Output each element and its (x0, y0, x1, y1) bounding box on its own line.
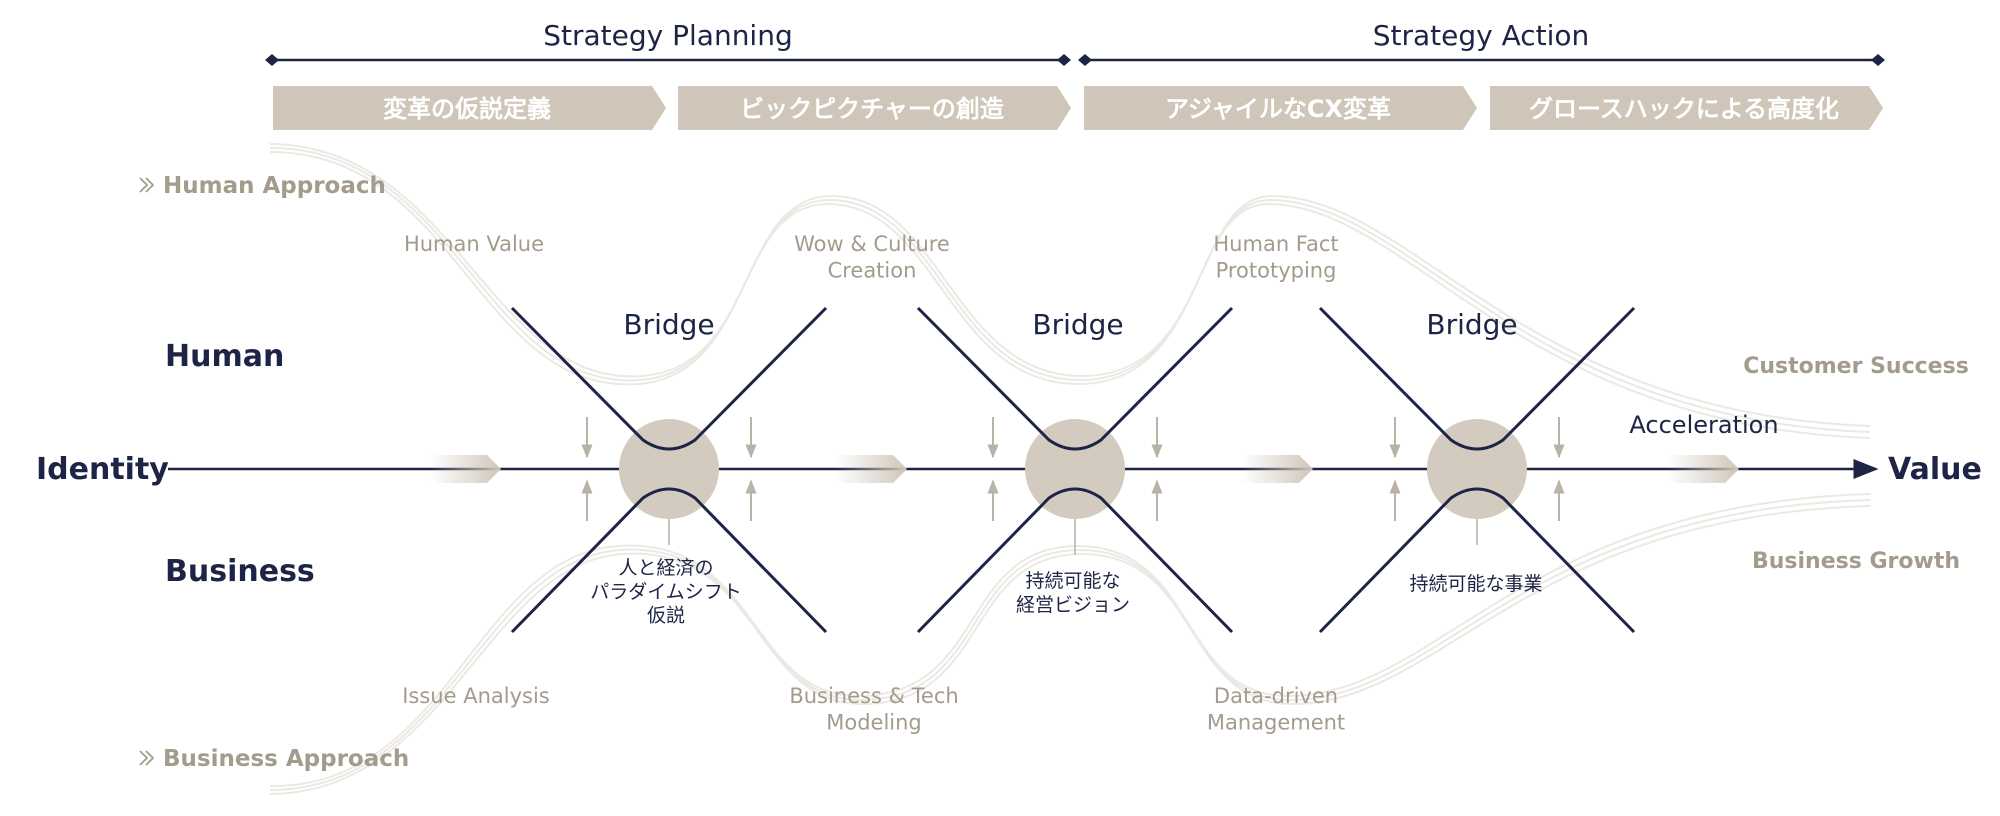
human-approach-label: Human Approach (163, 173, 386, 199)
axis-start-label: Identity (36, 452, 169, 487)
outcome-business-growth: Business Growth (1752, 549, 1960, 574)
step-label-3: アジャイルなCX変革 (1165, 95, 1391, 123)
bridge-note-2: 持続可能な経営ビジョン (1016, 570, 1130, 616)
double-chevron-right-icon (139, 177, 155, 193)
flow-chevrons (430, 455, 1739, 483)
bridge-note-3: 持続可能な事業 (1409, 573, 1542, 595)
row-label-human: Human (165, 339, 284, 374)
phase-label-planning: Strategy Planning (543, 19, 792, 52)
human-approach: Human Approach (139, 173, 386, 199)
business-approach: Business Approach (139, 746, 409, 772)
outcome-customer-success: Customer Success (1743, 354, 1969, 379)
step-chevron-1 (273, 86, 666, 130)
bridge-3 (1318, 306, 1636, 634)
human-wave-label-1: Human Value (404, 232, 544, 256)
double-chevron-right-icon (139, 750, 155, 766)
business-wave-ribbon (269, 493, 1871, 795)
step-chevron-4 (1490, 86, 1883, 130)
bridge-hub-2 (1025, 419, 1125, 519)
row-label-business: Business (165, 554, 315, 589)
bridge-2 (916, 306, 1234, 634)
bridge-1 (510, 306, 828, 634)
bridge-label-1: Bridge (623, 308, 714, 341)
bridge-label-3: Bridge (1426, 308, 1517, 341)
bridge-hub-1 (619, 419, 719, 519)
step-label-4: グロースハックによる高度化 (1529, 95, 1839, 123)
axis-end-label: Value (1888, 452, 1982, 487)
step-label-1: 変革の仮説定義 (383, 95, 551, 123)
bridge-note-1: 人と経済のパラダイムシフト仮説 (590, 557, 742, 627)
step-label-2: ビックピクチャーの創造 (740, 95, 1004, 123)
acceleration-label: Acceleration (1629, 411, 1778, 439)
step-chevron-2 (678, 86, 1071, 130)
step-chevrons (273, 86, 1883, 130)
business-wave-label-1: Issue Analysis (402, 684, 550, 708)
phase-label-action: Strategy Action (1373, 19, 1590, 52)
business-approach-label: Business Approach (163, 746, 409, 772)
phase-timeline (265, 54, 1885, 66)
bridge-hub-3 (1427, 419, 1527, 519)
bridge-label-2: Bridge (1032, 308, 1123, 341)
step-chevron-3 (1084, 86, 1477, 130)
human-wave-ribbon (269, 143, 1871, 439)
